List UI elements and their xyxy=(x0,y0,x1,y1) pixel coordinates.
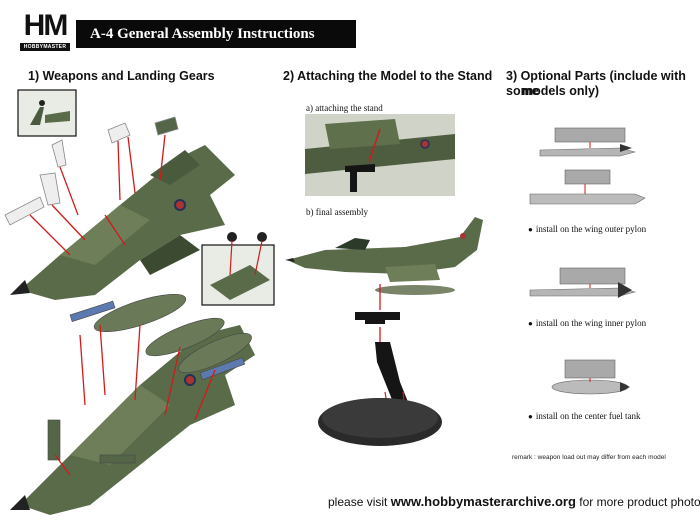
inner-pylon-missile xyxy=(529,267,637,298)
assembly-arrows-bottom xyxy=(54,324,216,476)
final-assembly-illustration xyxy=(285,217,483,446)
logo-subtext: HOBBYMASTER xyxy=(20,43,70,51)
option-3-label: install on the center fuel tank xyxy=(528,411,641,421)
section-3-heading-line2: models only) xyxy=(522,84,600,98)
footer-note: please visit www.hobbymasterarchive.org … xyxy=(328,494,700,509)
option-1-label: install on the wing outer pylon xyxy=(528,224,646,234)
step-b-label: b) final assembly xyxy=(306,207,368,217)
footer-suffix: for more product photos xyxy=(579,495,700,509)
remark-note: remark : weapon load out may differ from… xyxy=(512,454,666,461)
landing-gear-parts xyxy=(4,116,179,226)
page-title: A-4 General Assembly Instructions xyxy=(76,20,356,48)
aircraft-side-view xyxy=(285,217,483,295)
hobbymaster-logo: HM HOBBYMASTER xyxy=(20,9,70,51)
footer-prefix: please visit xyxy=(328,495,388,509)
option-2-label: install on the wing inner pylon xyxy=(528,318,646,328)
optional-parts-illustration xyxy=(529,127,646,395)
outer-pylon-missile xyxy=(539,127,637,157)
stand-arm xyxy=(375,342,410,407)
website-link[interactable]: www.hobbymasterarchive.org xyxy=(390,494,576,509)
aircraft-underside-bottom xyxy=(10,325,255,515)
section-1-illustration xyxy=(4,89,275,515)
logo-text: HM xyxy=(23,9,69,42)
stand-mount xyxy=(355,312,400,324)
aircraft-underside-top xyxy=(10,145,235,300)
section-1-heading: 1) Weapons and Landing Gears xyxy=(28,69,215,83)
center-tank-bomb xyxy=(551,359,630,395)
outer-pylon-fuel-tank xyxy=(529,169,646,205)
assembly-arrows-top xyxy=(29,134,166,256)
ordnance-parts xyxy=(47,293,252,464)
step-a-label: a) attaching the stand xyxy=(306,103,383,113)
section-2-heading: 2) Attaching the Model to the Stand xyxy=(283,69,493,83)
stand-attachment-photo xyxy=(305,114,455,196)
section-3-heading-line1: 3) Optional Parts (include with some xyxy=(506,69,686,98)
